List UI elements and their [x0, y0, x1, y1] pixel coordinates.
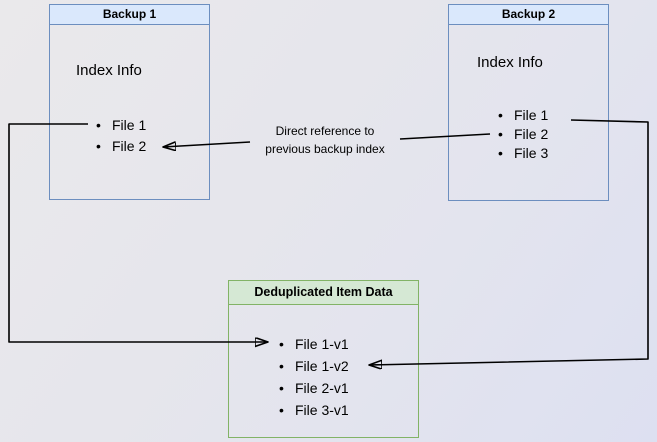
backup2-index-info-label: Index Info — [477, 54, 543, 71]
backup2-title: Backup 2 — [449, 5, 608, 25]
list-item: File 2 — [498, 125, 548, 144]
backup2-box: Backup 2 Index Info File 1 File 2 File 3 — [448, 4, 609, 201]
list-item: File 2 — [96, 136, 146, 157]
list-item: File 1-v1 — [279, 333, 349, 355]
backup1-title: Backup 1 — [50, 5, 209, 25]
direct-reference-edge-label: Direct reference to previous backup inde… — [240, 122, 410, 158]
backup1-file-list: File 1 File 2 — [96, 115, 146, 157]
dedup-title: Deduplicated Item Data — [229, 281, 418, 305]
backup2-file-list: File 1 File 2 File 3 — [498, 106, 548, 163]
backup1-box: Backup 1 Index Info File 1 File 2 — [49, 4, 210, 200]
list-item: File 1 — [498, 106, 548, 125]
edge-label-line2: previous backup index — [265, 142, 385, 156]
list-item: File 3-v1 — [279, 399, 349, 421]
dedup-item-list: File 1-v1 File 1-v2 File 2-v1 File 3-v1 — [279, 333, 349, 421]
list-item: File 3 — [498, 144, 548, 163]
list-item: File 1 — [96, 115, 146, 136]
deduplicated-item-data-box: Deduplicated Item Data File 1-v1 File 1-… — [228, 280, 419, 438]
edge-label-line1: Direct reference to — [275, 124, 375, 138]
backup1-index-info-label: Index Info — [76, 62, 142, 79]
list-item: File 1-v2 — [279, 355, 349, 377]
list-item: File 2-v1 — [279, 377, 349, 399]
